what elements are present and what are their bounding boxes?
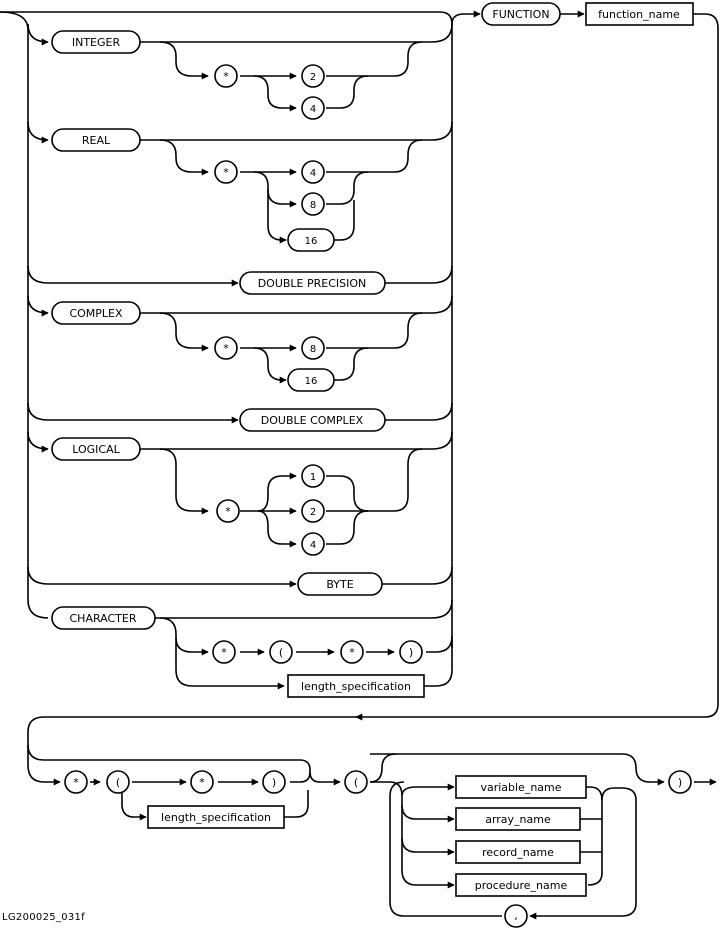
svg-text:length_specification: length_specification [161, 811, 271, 824]
svg-text:record_name: record_name [482, 846, 554, 859]
keyword-function-label: FUNCTION [492, 8, 549, 21]
size-integer-4: 4 [301, 96, 325, 120]
svg-text:procedure_name: procedure_name [475, 879, 568, 892]
svg-text:variable_name: variable_name [480, 781, 561, 794]
svg-text:array_name: array_name [485, 813, 551, 826]
star-complex: * [214, 336, 238, 360]
svg-text:CHARACTER: CHARACTER [70, 612, 137, 625]
param-lparen: ( [344, 770, 368, 794]
svg-text:DOUBLE COMPLEX: DOUBLE COMPLEX [261, 414, 364, 427]
branch-entries [27, 23, 297, 588]
svg-text:4: 4 [310, 104, 316, 115]
svg-text:*: * [225, 505, 231, 518]
keyword-function: FUNCTION [481, 2, 561, 26]
param-record-name: record_name [455, 840, 581, 864]
branch-exits [140, 23, 453, 619]
character-lparen: ( [269, 640, 293, 664]
bottom-star: * [64, 770, 88, 794]
svg-text:COMPLEX: COMPLEX [69, 307, 123, 320]
svg-text:16: 16 [305, 376, 318, 387]
svg-text:(: ( [354, 776, 358, 789]
size-logical-1: 1 [301, 464, 325, 488]
svg-text:*: * [223, 166, 229, 179]
size-real-4: 4 [301, 160, 325, 184]
svg-text:): ) [409, 646, 413, 659]
svg-text:4: 4 [310, 168, 316, 179]
size-real-8: 8 [301, 192, 325, 216]
type-spine [0, 10, 481, 648]
character-rparen: ) [399, 640, 423, 664]
svg-text:,: , [514, 909, 518, 922]
function-name-label: function_name [598, 8, 680, 21]
star-integer: * [214, 64, 238, 88]
size-logical-4: 4 [301, 532, 325, 556]
param-array-name: array_name [455, 807, 581, 831]
svg-text:*: * [73, 776, 79, 789]
real-size-branch [159, 139, 423, 244]
param-procedure-name: procedure_name [455, 873, 587, 897]
size-complex-16: 16 [287, 368, 335, 392]
svg-text:2: 2 [310, 72, 316, 83]
svg-text:8: 8 [310, 200, 316, 211]
character-star-inner: * [340, 640, 364, 664]
bottom-connector [27, 716, 717, 920]
svg-text:*: * [349, 646, 355, 659]
svg-text:): ) [678, 776, 682, 789]
svg-text:2: 2 [310, 507, 316, 518]
svg-text:REAL: REAL [82, 134, 111, 147]
star-character: * [212, 640, 236, 664]
keyword-double-complex: DOUBLE COMPLEX [239, 408, 386, 432]
svg-text:): ) [272, 776, 276, 789]
keyword-double-precision: DOUBLE PRECISION [239, 271, 386, 295]
param-comma: , [504, 904, 528, 928]
integer-size-branch [159, 41, 423, 112]
size-complex-8: 8 [301, 336, 325, 360]
bottom-rparen: ) [262, 770, 286, 794]
keyword-byte: BYTE [297, 572, 383, 596]
svg-text:*: * [199, 776, 205, 789]
svg-text:DOUBLE PRECISION: DOUBLE PRECISION [258, 277, 367, 290]
keyword-real: REAL [51, 128, 141, 152]
svg-text:(: ( [116, 776, 120, 789]
complex-size-branch [159, 312, 423, 384]
bottom-length-specification: length_specification [147, 805, 285, 829]
svg-text:1: 1 [310, 472, 316, 483]
size-integer-2: 2 [301, 64, 325, 88]
keyword-complex: COMPLEX [51, 301, 141, 325]
function-connector [355, 10, 719, 721]
character-length-branch [159, 617, 453, 690]
param-rparen: ) [668, 770, 692, 794]
character-length-specification: length_specification [287, 674, 425, 698]
star-logical: * [216, 499, 240, 523]
keyword-integer: INTEGER [51, 30, 141, 54]
svg-text:*: * [223, 342, 229, 355]
svg-text:*: * [221, 646, 227, 659]
svg-text:length_specification: length_specification [301, 680, 411, 693]
bottom-lparen: ( [106, 770, 130, 794]
svg-text:16: 16 [305, 236, 318, 247]
svg-text:*: * [223, 70, 229, 83]
size-real-16: 16 [287, 228, 335, 252]
svg-text:LOGICAL: LOGICAL [72, 443, 120, 456]
star-real: * [214, 160, 238, 184]
figure-caption: LG200025_031f [2, 912, 86, 923]
keyword-character: CHARACTER [51, 606, 156, 630]
size-logical-2: 2 [301, 499, 325, 523]
name-function-name: function_name [585, 2, 694, 26]
logical-size-branch [159, 448, 423, 548]
svg-text:BYTE: BYTE [326, 578, 353, 591]
svg-text:INTEGER: INTEGER [72, 36, 121, 49]
param-variable-name: variable_name [455, 775, 587, 799]
svg-text:8: 8 [310, 344, 316, 355]
svg-text:(: ( [279, 646, 283, 659]
keyword-logical: LOGICAL [51, 437, 141, 461]
bottom-star-inner: * [190, 770, 214, 794]
svg-text:4: 4 [310, 540, 316, 551]
